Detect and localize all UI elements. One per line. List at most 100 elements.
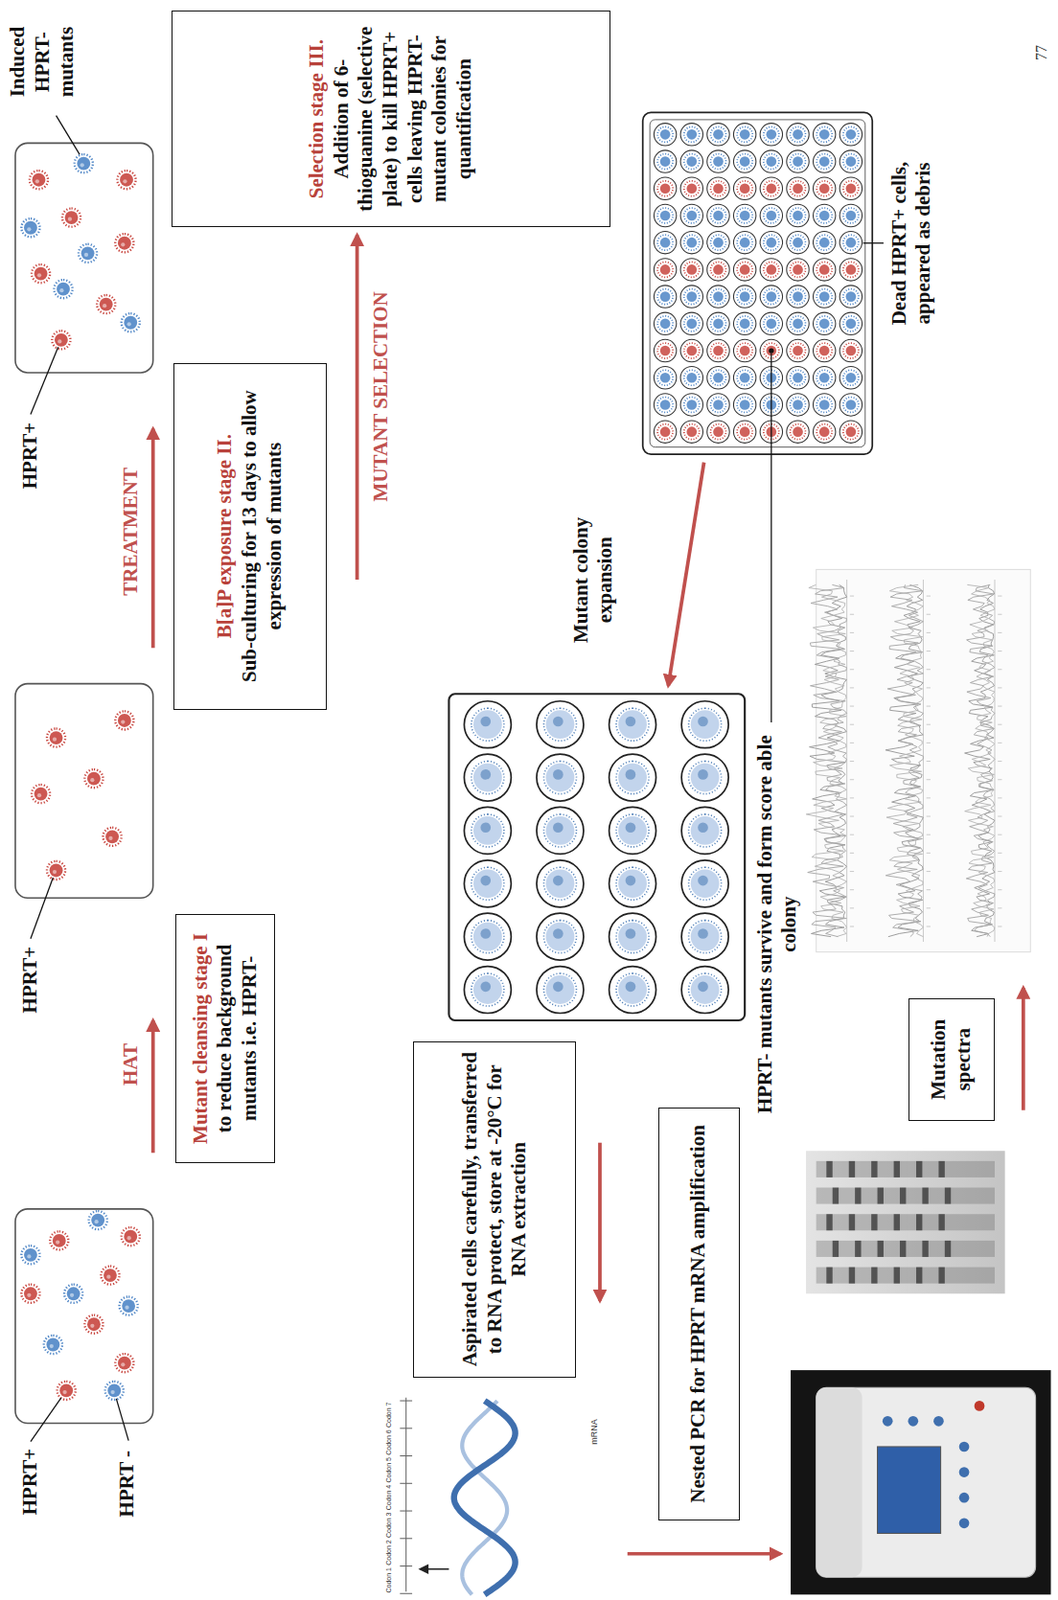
cell-colony-highlight: [35, 179, 40, 184]
plate-well: [839, 312, 862, 335]
molecule-label: mRNA: [589, 1406, 600, 1458]
well-cells-edge: [684, 316, 700, 332]
cell-colony-edge: [21, 1245, 40, 1265]
24-well-plate: [448, 693, 745, 1021]
chromatogram-tick: [997, 760, 1002, 762]
well-cells: [713, 426, 724, 437]
well-colony: [546, 975, 575, 1005]
plate-well: [463, 860, 511, 908]
chromatogram-tick: [926, 687, 931, 689]
step-label: MUTANT SELECTION: [368, 258, 393, 534]
culture-dish: [15, 1209, 154, 1425]
pcr-machine-lid: [816, 1387, 863, 1578]
plate-well: [707, 204, 730, 227]
cell-colony-highlight: [59, 288, 64, 293]
well-colony-core: [552, 716, 564, 728]
pcr-machine-body: [816, 1387, 1036, 1578]
plate-well: [653, 420, 676, 443]
well-cells: [713, 129, 724, 140]
plate-well: [759, 123, 782, 146]
well-colony-edge: [471, 867, 505, 900]
cell-colony-edge: [78, 244, 97, 263]
well-cells: [792, 129, 804, 140]
chromatogram-tick: [997, 687, 1002, 689]
well-cells: [713, 156, 724, 167]
cell-colony-edge: [115, 233, 134, 253]
chromatogram-tick: [997, 852, 1002, 854]
chromatogram-tick: [926, 650, 931, 652]
gel-lane: [816, 1188, 995, 1205]
well-cells: [660, 129, 671, 140]
chromatogram-tick: [997, 834, 1002, 836]
plate-well: [681, 913, 729, 961]
chromatogram-tick: [926, 779, 931, 781]
well-colony-core: [480, 928, 491, 940]
well-colony-core: [625, 769, 637, 781]
cell-colony-highlight: [111, 1390, 115, 1395]
plate-well: [681, 701, 729, 749]
well-colony-edge: [689, 814, 722, 848]
well-cells-edge: [684, 181, 700, 197]
cell-colony: [23, 1248, 38, 1263]
well-cells: [660, 291, 671, 302]
plate-well: [786, 339, 809, 362]
plate-well: [812, 393, 835, 416]
plate-well: [707, 258, 730, 281]
codon-label: Codon 3: [385, 1511, 393, 1540]
well-colony-core: [697, 982, 709, 993]
chromatogram-tick: [926, 742, 931, 744]
gel-band: [871, 1267, 877, 1285]
pcr-button: [974, 1401, 986, 1412]
mrna-strand: [454, 1401, 516, 1595]
well-cells: [846, 210, 857, 222]
well-cells-edge: [790, 126, 806, 142]
plate-well: [680, 285, 703, 308]
cell-colony: [119, 173, 134, 187]
plate-well: [463, 701, 511, 749]
well-cells: [792, 156, 804, 167]
chromatogram-tick: [850, 797, 854, 799]
chromatogram-trace: [965, 584, 995, 937]
cell-label: Induced HPRT- mutants: [5, 10, 79, 114]
well-cells-edge: [763, 207, 780, 224]
cell-colony: [91, 1214, 105, 1228]
well-cells-edge: [736, 261, 753, 277]
cell-colony: [34, 267, 48, 281]
well-cells-edge: [711, 126, 727, 142]
cell-colony-highlight: [62, 1390, 67, 1395]
codon-tick: [399, 1593, 413, 1595]
well-cells: [686, 426, 697, 437]
cell-colony: [23, 221, 38, 235]
well-cells-edge: [736, 289, 753, 305]
pcr-photo-ground: [790, 1370, 1051, 1595]
well-cells: [713, 210, 724, 222]
plate-well: [839, 258, 862, 281]
cell-colony-edge: [21, 1285, 40, 1304]
plate-well: [733, 258, 756, 281]
cell-colony-highlight: [122, 179, 127, 184]
cell-colony-highlight: [37, 273, 42, 277]
plate-well: [536, 754, 584, 802]
well-cells: [846, 372, 857, 384]
plate-well: [786, 177, 809, 200]
well-cells-edge: [763, 126, 780, 142]
well-cells-edge: [736, 424, 753, 440]
plate-well: [653, 367, 676, 390]
plate-well: [812, 177, 835, 200]
gel-band: [944, 1241, 951, 1258]
well-cells-edge: [736, 181, 753, 197]
mrna-strand-shadow: [461, 1401, 507, 1595]
well-cells: [792, 372, 804, 384]
plate-well: [653, 285, 676, 308]
gel-lane: [816, 1214, 995, 1231]
well-cells-edge: [790, 154, 806, 170]
well-cells-edge: [816, 424, 832, 440]
well-colony: [546, 816, 575, 846]
cell-colony-highlight: [26, 227, 31, 231]
well-cells: [766, 291, 778, 302]
well-cells: [846, 183, 857, 194]
well-cells: [846, 129, 857, 140]
codon-label: Codon 4: [385, 1484, 393, 1513]
chromatogram-tick: [850, 650, 854, 652]
cell-colony-edge: [115, 711, 134, 730]
